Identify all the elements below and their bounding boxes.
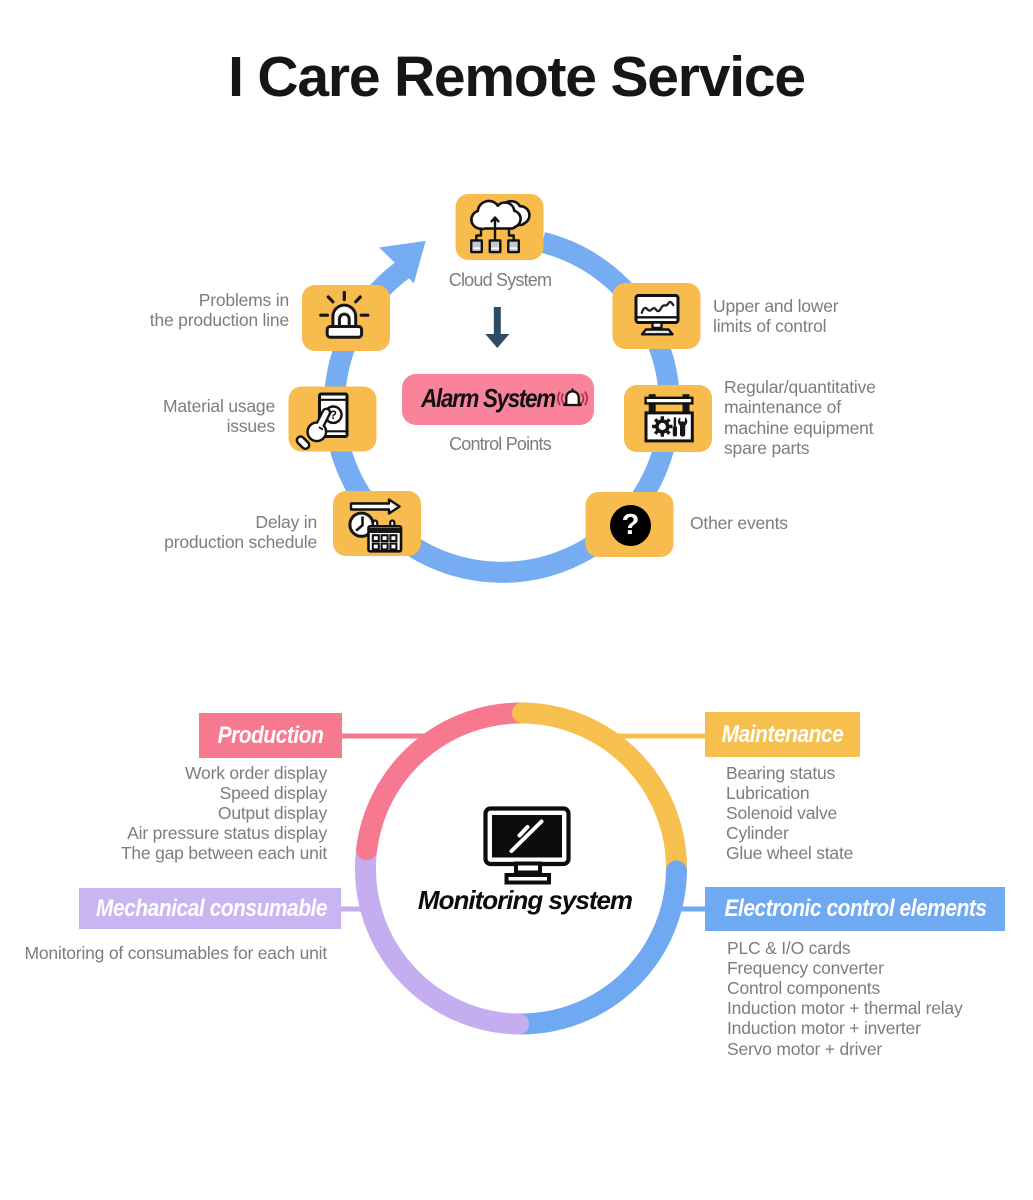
svg-text:?: ? [330, 408, 337, 422]
svg-text:?: ? [622, 509, 640, 541]
